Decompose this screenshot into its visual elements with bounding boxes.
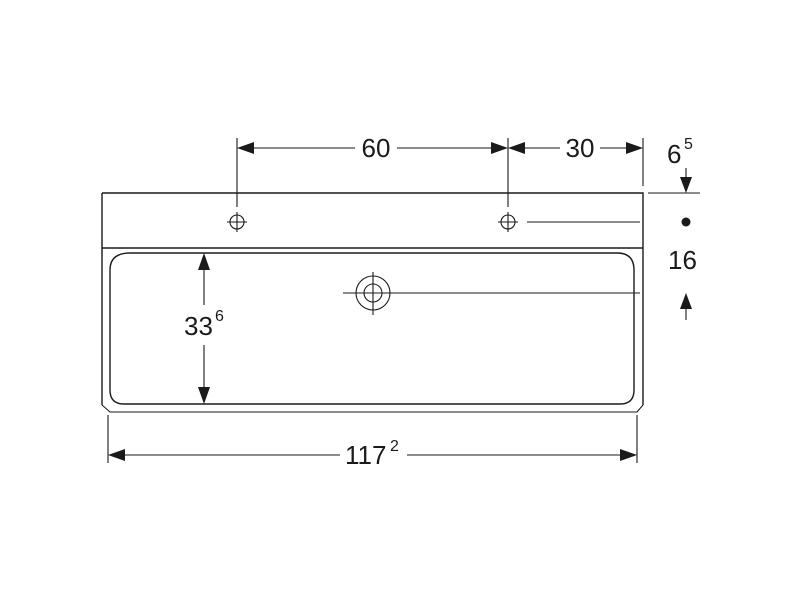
dimension-117-2-superscript: 2 xyxy=(390,438,399,455)
dimension-33-6: 33 6 xyxy=(184,253,224,404)
dimension-16-label: 16 xyxy=(668,245,697,275)
tap-hole-left xyxy=(227,212,247,232)
drain xyxy=(343,272,403,315)
tap-center-dot xyxy=(681,217,691,227)
dimension-33-6-superscript: 6 xyxy=(215,308,224,325)
dimension-6-5-superscript: 5 xyxy=(684,136,693,153)
dimension-33-6-label: 33 xyxy=(184,311,213,341)
dimension-117-2-label: 117 xyxy=(345,440,386,470)
dimension-60-label: 60 xyxy=(362,133,391,163)
dimension-6-5-label: 6 xyxy=(667,139,681,169)
tap-hole-right xyxy=(498,212,518,232)
dimension-30: 30 xyxy=(508,133,644,186)
dimension-60: 60 xyxy=(236,133,509,207)
basin-outline xyxy=(101,192,644,413)
dimension-30-label: 30 xyxy=(566,133,595,163)
inner-bowl xyxy=(109,252,635,405)
dimension-6-5: 6 5 xyxy=(648,136,700,194)
dimension-117-2: 117 2 xyxy=(107,415,638,470)
dimension-16: 16 xyxy=(668,245,697,320)
